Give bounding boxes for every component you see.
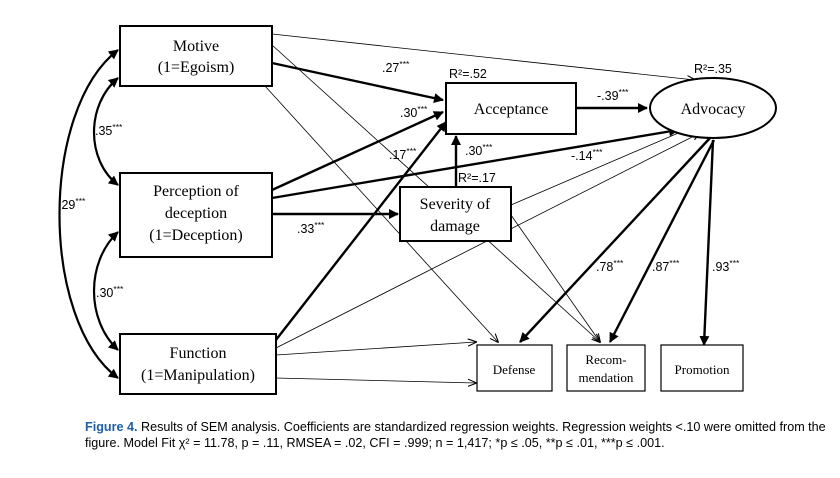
figure-caption-text: Results of SEM analysis. Coefficients ar… xyxy=(85,420,826,450)
path-severity-advocacy xyxy=(510,128,690,206)
coef-cov-motive-function: .29*** xyxy=(58,196,86,212)
node-defense-box xyxy=(476,344,553,392)
coef-value: .30 xyxy=(96,286,113,300)
node-advocacy: Advocacy R²=.35 xyxy=(649,62,777,139)
coef-function-acceptance: .17*** xyxy=(389,146,417,162)
path-advocacy-promotion xyxy=(699,139,715,346)
coef-cov-perception-function: .30*** xyxy=(96,284,124,300)
acceptance-r2: R²=.52 xyxy=(449,67,487,81)
node-recommendation: Recom- mendation xyxy=(566,344,646,392)
coef-stars: *** xyxy=(314,220,325,230)
coef-advocacy-promotion: .93*** xyxy=(712,258,740,274)
advocacy-r2: R²=.35 xyxy=(694,62,732,76)
coef-stars: *** xyxy=(482,142,493,152)
node-severity-line1: Severity of xyxy=(420,196,491,213)
node-defense-label: Defense xyxy=(493,362,536,377)
coef-perception-severity: .33*** xyxy=(297,220,325,236)
node-function-box xyxy=(119,333,277,395)
coef-cov-motive-perception: .35*** xyxy=(95,122,123,138)
figure-caption: Figure 4. Results of SEM analysis. Coeff… xyxy=(85,420,833,451)
coef-value: .35 xyxy=(95,124,112,138)
node-motive-box xyxy=(119,25,273,87)
coef-advocacy-defense: .78*** xyxy=(596,258,624,274)
coef-value: -.39 xyxy=(597,89,619,103)
coef-perception-acceptance: .30*** xyxy=(400,104,428,120)
node-advocacy-ellipse xyxy=(649,77,777,139)
node-recommendation-box xyxy=(566,344,646,392)
severity-r2: R²=.17 xyxy=(458,171,496,185)
path-advocacy-recommendation xyxy=(608,139,716,343)
coef-stars: *** xyxy=(669,258,680,268)
coef-value: .78 xyxy=(596,260,613,274)
cov-motive-function xyxy=(58,49,119,379)
path-motive-acceptance xyxy=(271,61,444,103)
path-function-severity xyxy=(275,342,476,356)
covariance-paths xyxy=(58,49,119,379)
cov-perception-function xyxy=(93,231,119,351)
coef-stars: *** xyxy=(729,258,740,268)
path-severity-recommendation xyxy=(510,214,600,342)
node-severity-box xyxy=(399,186,512,242)
node-promotion-box xyxy=(660,344,744,392)
node-acceptance: Acceptance R²=.52 xyxy=(445,67,577,135)
node-perception-box xyxy=(119,172,273,258)
sem-path-diagram: Motive (1=Egoism) Perception of deceptio… xyxy=(58,25,777,395)
node-perception-line2: deception xyxy=(165,205,227,222)
coef-value: .27 xyxy=(382,61,399,75)
path-motive-advocacy xyxy=(271,33,695,80)
path-function-acceptance xyxy=(271,121,447,346)
path-perception-acceptance xyxy=(271,110,444,192)
coef-value: .30 xyxy=(400,106,417,120)
coef-stars: *** xyxy=(619,87,630,97)
node-motive: Motive (1=Egoism) xyxy=(119,25,273,87)
coef-severity-acceptance: .30*** xyxy=(465,142,493,158)
node-advocacy-label: Advocacy xyxy=(681,101,746,118)
node-perception-line1: Perception of xyxy=(153,183,239,200)
node-recommendation-line1: Recom- xyxy=(585,352,626,367)
coef-value: .93 xyxy=(712,260,729,274)
coef-value: .30 xyxy=(465,144,482,158)
coef-acceptance-advocacy: -.39*** xyxy=(597,87,629,103)
path-advocacy-defense xyxy=(519,137,711,343)
coef-advocacy-recommendation: .87*** xyxy=(652,258,680,274)
coef-perception-advocacy: -.14*** xyxy=(571,147,603,163)
node-function-line2: (1=Manipulation) xyxy=(141,367,255,384)
bold-paths xyxy=(271,61,716,346)
node-perception-line3: (1=Deception) xyxy=(149,227,242,244)
coefficient-labels: .27*** .30*** .17*** .30*** -.39*** -.14… xyxy=(58,59,740,300)
node-severity: Severity of damage R²=.17 xyxy=(399,171,512,242)
coef-value: .29 xyxy=(58,198,75,212)
path-function-defense xyxy=(275,377,476,383)
node-promotion-label: Promotion xyxy=(675,362,730,377)
coef-stars: *** xyxy=(613,258,624,268)
node-severity-line2: damage xyxy=(430,218,480,235)
coef-value: .33 xyxy=(297,222,314,236)
coef-motive-acceptance: .27*** xyxy=(382,59,410,75)
node-acceptance-label: Acceptance xyxy=(474,101,549,118)
coef-value: .87 xyxy=(652,260,669,274)
coef-stars: *** xyxy=(113,284,124,294)
coef-stars: *** xyxy=(399,59,410,69)
node-promotion: Promotion xyxy=(660,344,744,392)
coef-stars: *** xyxy=(112,122,123,132)
node-defense: Defense xyxy=(476,344,553,392)
node-motive-line2: (1=Egoism) xyxy=(158,59,235,76)
coef-stars: *** xyxy=(593,147,604,157)
path-perception-advocacy xyxy=(271,126,679,200)
node-motive-line1: Motive xyxy=(173,38,219,55)
figure-caption-label: Figure 4. xyxy=(85,420,138,434)
node-recommendation-line2: mendation xyxy=(579,370,634,385)
coef-stars: *** xyxy=(75,196,86,206)
node-perception: Perception of deception (1=Deception) xyxy=(119,172,273,258)
coef-value: .17 xyxy=(389,148,406,162)
node-function: Function (1=Manipulation) xyxy=(119,333,277,395)
coef-stars: *** xyxy=(406,146,417,156)
node-acceptance-box xyxy=(445,82,577,135)
coef-stars: *** xyxy=(417,104,428,114)
node-function-line1: Function xyxy=(170,345,227,362)
coef-value: -.14 xyxy=(571,149,593,163)
